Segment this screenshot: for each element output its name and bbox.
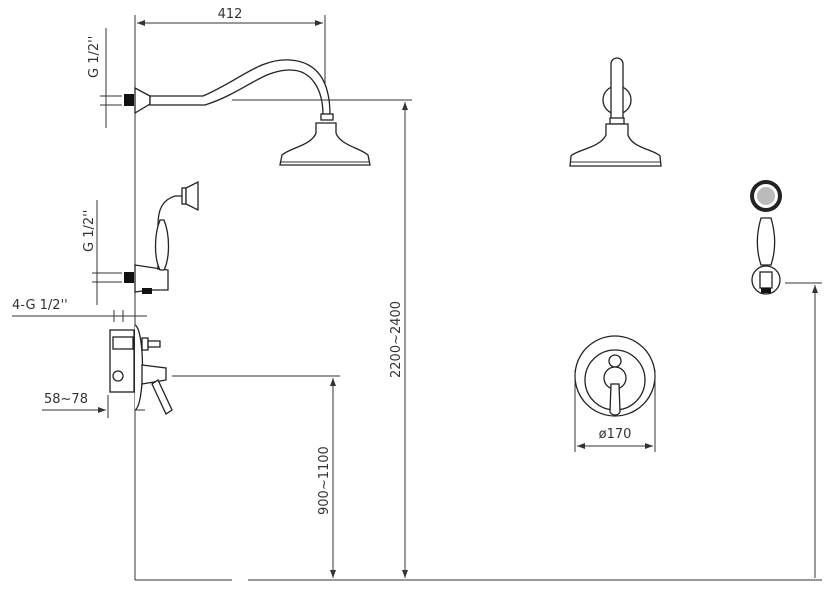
head-height-label: 2200~2400: [389, 301, 404, 378]
plate-diameter-label: ø170: [599, 427, 632, 442]
hand-holder-height-dimension: [785, 282, 822, 578]
hand-shower-front-view: [750, 180, 782, 295]
arm-length-label: 412: [218, 7, 243, 22]
mixer-height-dimension: 900~1100: [172, 375, 340, 578]
thread-top-label: G 1/2'': [87, 36, 102, 78]
mixer-height-label: 900~1100: [317, 446, 332, 515]
mixer-threads-dimension: 4-G 1/2'': [12, 298, 147, 322]
shower-head-side-view: [124, 59, 371, 166]
plate-diameter-dimension: ø170: [574, 370, 656, 452]
mixer-front-view: [574, 335, 656, 417]
head-height-dimension: 2200~2400: [232, 99, 412, 578]
arm-length-dimension: 412: [137, 7, 326, 95]
thread-top-dimension: G 1/2'': [87, 28, 122, 128]
wall-depth-label: 58~78: [44, 392, 88, 407]
wall-depth-dimension: 58~78: [42, 392, 145, 418]
mixer-side-view: [109, 324, 173, 415]
mixer-threads-label: 4-G 1/2'': [12, 298, 68, 313]
thread-hand-label: G 1/2'': [82, 210, 97, 252]
thread-hand-dimension: G 1/2'': [82, 200, 122, 305]
shower-head-front-view: [569, 57, 662, 167]
hand-shower-side-view: [124, 180, 199, 294]
